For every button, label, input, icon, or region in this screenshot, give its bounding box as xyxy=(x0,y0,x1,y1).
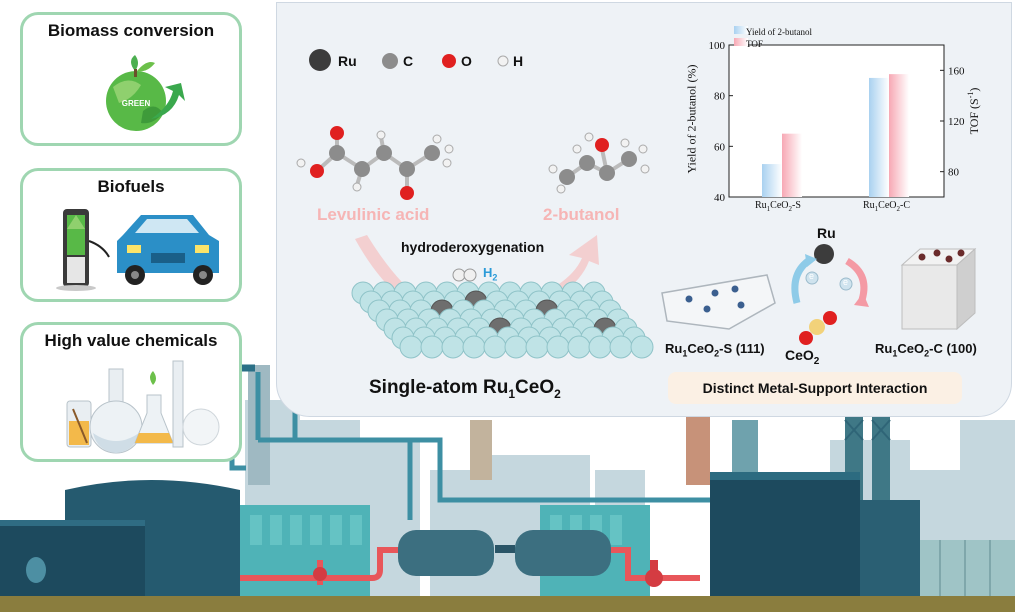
reactant-label: Levulinic acid xyxy=(317,205,430,224)
card-biomass-conversion: Biomass conversion GREEN xyxy=(20,12,242,146)
legend-swatch-0 xyxy=(734,26,748,34)
card-title-biomass: Biomass conversion xyxy=(47,21,215,40)
chart-ytick-left: 100 xyxy=(709,40,726,52)
chart-xtick-0: Ru1CeO2-S xyxy=(755,200,801,213)
card-title-chemicals: High value chemicals xyxy=(44,331,218,350)
chart-ytick-right: 120 xyxy=(948,116,965,128)
chart-ytick-left: 60 xyxy=(714,141,726,153)
bar-yield-0 xyxy=(762,164,782,197)
legend-label-ru: Ru xyxy=(338,53,357,69)
legend-label-c: C xyxy=(403,53,414,69)
ru-cycle-label: Ru xyxy=(817,225,836,241)
surface-s-label: Ru1CeO2-S (111) xyxy=(665,341,765,359)
legend-swatch-1 xyxy=(734,38,748,46)
ru-atom-cycle-icon xyxy=(814,244,834,264)
panel-graphics: 40 60 80 100 80 120 160 xyxy=(296,26,977,359)
metal-support-interaction-label: Distinct Metal-Support Interaction xyxy=(702,380,928,396)
flask-icon xyxy=(66,360,220,454)
chart-ylabel-right: TOF (S-1) xyxy=(966,87,981,135)
metal-support-interaction-box: Distinct Metal-Support Interaction xyxy=(668,372,962,404)
chart-ytick-right: 160 xyxy=(948,65,965,77)
bar-chart: 40 60 80 100 80 120 160 xyxy=(709,26,965,204)
chart-legend-tof: TOF xyxy=(746,39,763,49)
electron-label-2: e xyxy=(843,277,849,287)
chart-ytick-left: 40 xyxy=(714,192,726,204)
bar-tof-1 xyxy=(889,74,909,197)
green-earth-icon: GREEN xyxy=(106,55,185,131)
chart-frame xyxy=(728,44,945,198)
legend-label-o: O xyxy=(461,53,472,69)
bar-tof-0 xyxy=(782,133,802,197)
card-title-biofuels: Biofuels xyxy=(97,177,165,196)
fuel-pump-car-icon xyxy=(56,209,219,291)
chart-xtick-1: Ru1CeO2-C xyxy=(863,200,911,213)
chart-legend-yield: Yield of 2-butanol xyxy=(746,27,812,37)
card-high-value-chemicals: High value chemicals xyxy=(20,322,242,462)
bar-yield-1 xyxy=(869,77,889,197)
surface-c-label: Ru1CeO2-C (100) xyxy=(875,341,977,359)
h2-label: H2 xyxy=(483,265,498,283)
h-atom-icon xyxy=(497,55,509,67)
catalyst-surface-slab xyxy=(351,281,654,359)
card-biofuels: Biofuels xyxy=(20,168,242,302)
chart-ytick-right: 80 xyxy=(948,167,960,179)
chart-ytick-left: 80 xyxy=(714,91,726,103)
legend-label-h: H xyxy=(513,53,524,69)
ceo2-label: CeO2 xyxy=(785,347,820,367)
ru-atom-icon xyxy=(309,49,331,71)
product-label: 2-butanol xyxy=(543,205,620,224)
process-label: hydroderoxygenation xyxy=(401,239,545,255)
catalyst-title: Single-atom Ru1CeO2 xyxy=(369,377,561,401)
o-atom-icon xyxy=(442,54,456,68)
chart-ylabel-left: Yield of 2-butanol (%) xyxy=(684,64,699,174)
c-atom-icon xyxy=(382,53,398,69)
green-badge: GREEN xyxy=(122,99,151,108)
catalysis-panel: 40 60 80 100 80 120 160 Ru C O H Levulinic aci… xyxy=(276,2,1012,417)
electron-label-1: e xyxy=(809,271,815,281)
